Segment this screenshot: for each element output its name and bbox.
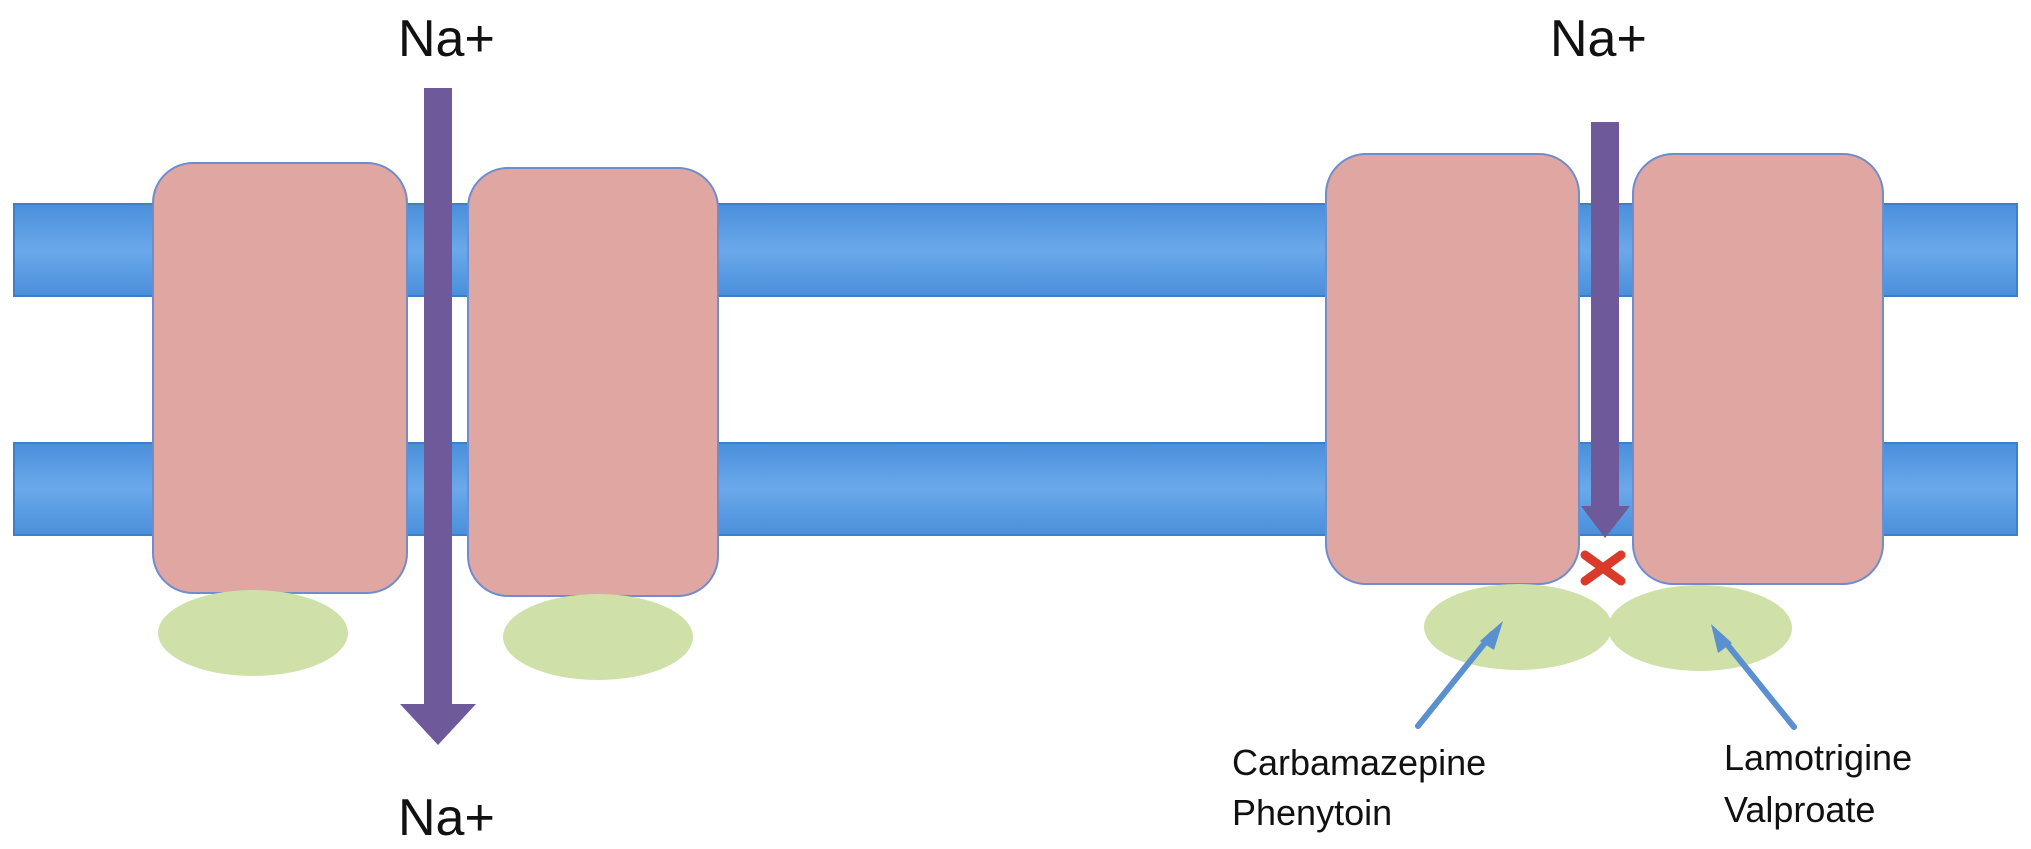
sodium-flow-arrow — [400, 88, 476, 745]
open-channel-left-subunit — [152, 162, 408, 594]
open-channel-binding-site-left — [158, 590, 348, 676]
blocked-channel-binding-site-left — [1424, 584, 1612, 670]
pointer-arrow-lamotrigine — [1711, 624, 1797, 730]
drug-label-phenytoin: Phenytoin — [1232, 792, 1392, 833]
na-ion-label-bottom-open: Na+ — [398, 789, 495, 844]
na-ion-label-top-blocked: Na+ — [1550, 10, 1647, 68]
na-ion-label-top-open: Na+ — [398, 10, 495, 68]
blocked-channel-binding-site-right — [1608, 585, 1792, 671]
open-channel-binding-site-right — [503, 594, 693, 680]
blocked-sodium-arrow — [1581, 122, 1630, 538]
open-channel-right-subunit — [467, 167, 719, 597]
pointer-arrow-carbamazepine — [1415, 621, 1503, 729]
drug-label-carbamazepine: Carbamazepine — [1232, 742, 1486, 783]
red-x-icon — [1580, 550, 1626, 586]
drug-label-valproate: Valproate — [1724, 789, 1875, 830]
blocked-channel-left-subunit — [1325, 153, 1580, 585]
blocked-channel-right-subunit — [1632, 153, 1884, 585]
drug-label-lamotrigine: Lamotrigine — [1724, 737, 1912, 778]
